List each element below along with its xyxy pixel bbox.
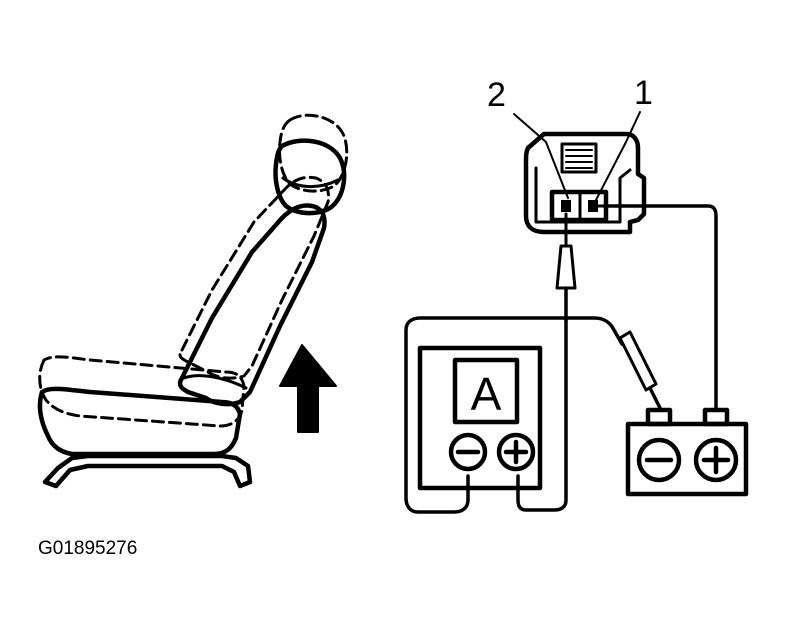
seat-connector — [523, 131, 647, 235]
ammeter: A — [417, 345, 543, 491]
ammeter-positive-terminal — [496, 432, 536, 472]
headrest-raised — [278, 113, 349, 193]
wire-ammeter-negative-to-battery-negative — [404, 316, 624, 514]
ammeter-display-letter: A — [471, 368, 502, 420]
seat-rail — [42, 453, 253, 489]
wiring — [404, 204, 718, 514]
terminal-2-pin — [561, 200, 571, 212]
wire-terminal1-to-battery-positive — [602, 204, 718, 410]
battery — [625, 407, 749, 497]
callout-terminal-1: 1 — [634, 74, 653, 112]
seat-back-raised — [178, 175, 330, 380]
plus-sign-icon — [701, 445, 731, 475]
headrest-lower — [273, 138, 347, 216]
seat-cushion-raised — [38, 355, 246, 428]
alligator-clip — [618, 330, 662, 410]
seat-cushion-lower — [37, 386, 243, 457]
seat-back-lower — [177, 203, 327, 407]
up-arrow-icon — [279, 344, 337, 433]
seat-illustration — [37, 113, 349, 489]
battery-negative-terminal — [636, 437, 682, 483]
plus-sign-icon — [503, 439, 529, 465]
callout-leaders — [513, 111, 641, 201]
wire-probe-to-ammeter-positive — [516, 318, 568, 512]
figure-id: G01895276 — [38, 538, 137, 559]
battery-positive-terminal — [693, 437, 739, 483]
test-probe — [555, 212, 577, 322]
ammeter-negative-terminal — [448, 432, 488, 472]
callout-terminal-2: 2 — [487, 76, 506, 114]
